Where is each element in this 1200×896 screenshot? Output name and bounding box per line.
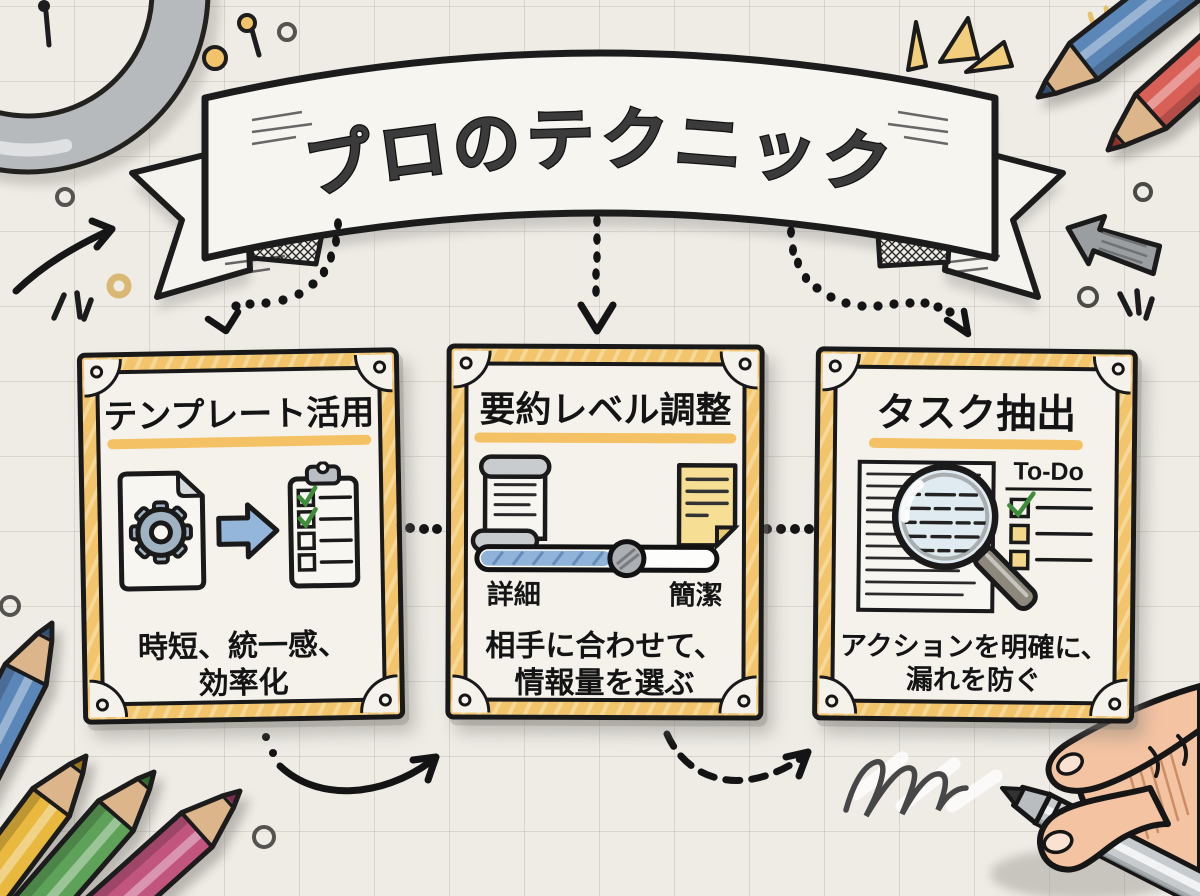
card-summary-level: 要約レベル調整 — [445, 343, 765, 721]
screw-icon — [828, 359, 842, 373]
check-icon — [297, 485, 318, 530]
document-magnifier-icon — [856, 459, 1038, 614]
template-illustration — [117, 460, 361, 592]
card-description: 時短、統一感、 効率化 — [91, 626, 396, 704]
sticky-note-icon — [676, 463, 740, 551]
checklist-clipboard-icon — [287, 460, 361, 589]
knuckle-lines — [1148, 734, 1188, 778]
screw-icon — [459, 356, 473, 370]
description-line: 相手に合わせて、 — [485, 629, 724, 664]
screw-icon — [1108, 697, 1122, 711]
title-underline — [474, 432, 737, 444]
yellow-ring — [106, 273, 132, 299]
screw-icon — [1111, 362, 1125, 376]
hand-sketch — [843, 683, 1200, 896]
card-description: 相手に合わせて、 情報量を選ぶ — [454, 628, 754, 702]
banner-ribbon: プロのテクニック — [129, 49, 1066, 311]
ribbon-band — [201, 49, 999, 262]
small-circle — [1133, 182, 1153, 202]
check-icon — [1007, 491, 1036, 518]
slider-label-detailed: 詳細 — [486, 579, 541, 610]
task-illustration — [856, 459, 1094, 614]
screw-icon — [738, 357, 752, 371]
slider-knob — [607, 539, 647, 579]
burst-left — [51, 290, 94, 322]
card-task-extraction: タスク抽出 To-Do — [812, 346, 1138, 724]
yellow-dot — [202, 45, 228, 71]
push-pin — [237, 13, 262, 58]
todo-list-icon — [1007, 491, 1094, 571]
scroll-icon — [470, 454, 552, 553]
card-description: アクションを明確に、 漏れを防ぐ — [821, 629, 1126, 698]
small-circle — [0, 595, 21, 617]
description-line: 情報量を選ぶ — [514, 666, 695, 700]
description-line: 効率化 — [198, 665, 289, 701]
dotted-arrow-right — [787, 226, 972, 338]
dotted-link-right — [762, 524, 814, 534]
summary-illustration — [470, 454, 740, 579]
burst-right — [1117, 288, 1155, 321]
thumbnail — [1042, 829, 1074, 855]
card-title: テンプレート活用 — [103, 393, 375, 437]
card-title: 要約レベル調整 — [479, 388, 732, 431]
fingernail — [1056, 752, 1084, 776]
slider-labels: 詳細 簡潔 — [487, 573, 723, 613]
description-line: 時短、統一感、 — [137, 628, 349, 665]
ring-doodle — [0, 0, 220, 186]
card-template: テンプレート活用 — [76, 347, 406, 725]
gear-icon — [128, 500, 193, 565]
arrow-right-icon — [216, 502, 280, 560]
card-title: タスク抽出 — [876, 390, 1077, 438]
block-arrow-icon — [1065, 213, 1163, 277]
solid-curve-arrow — [262, 733, 440, 795]
slider-label-concise: 簡潔 — [668, 580, 723, 611]
small-circle — [1077, 286, 1099, 308]
curved-arrow-icon — [12, 217, 116, 295]
dashed-curve-arrow — [663, 730, 812, 784]
ribbon-hatching — [224, 110, 1001, 277]
small-circle — [277, 22, 297, 42]
connector-arrows — [204, 215, 972, 795]
thumb — [1037, 785, 1171, 873]
screw-icon — [90, 365, 104, 379]
magnifier-handle — [972, 545, 1038, 611]
pen-scribble — [843, 759, 969, 818]
black-pin — [38, 0, 52, 48]
level-slider — [474, 539, 720, 579]
small-circle — [252, 825, 276, 849]
small-circle — [55, 187, 75, 207]
dotted-arrow-left — [204, 218, 342, 335]
screw-icon — [372, 360, 387, 374]
description-line: 漏れを防ぐ — [905, 664, 1042, 696]
document-gear-icon — [117, 470, 207, 592]
description-line: アクションを明確に、 — [839, 630, 1108, 664]
screw-icon — [825, 694, 839, 708]
dotted-arrow-middle — [577, 215, 617, 335]
sparkle-triangles — [906, 16, 1014, 74]
